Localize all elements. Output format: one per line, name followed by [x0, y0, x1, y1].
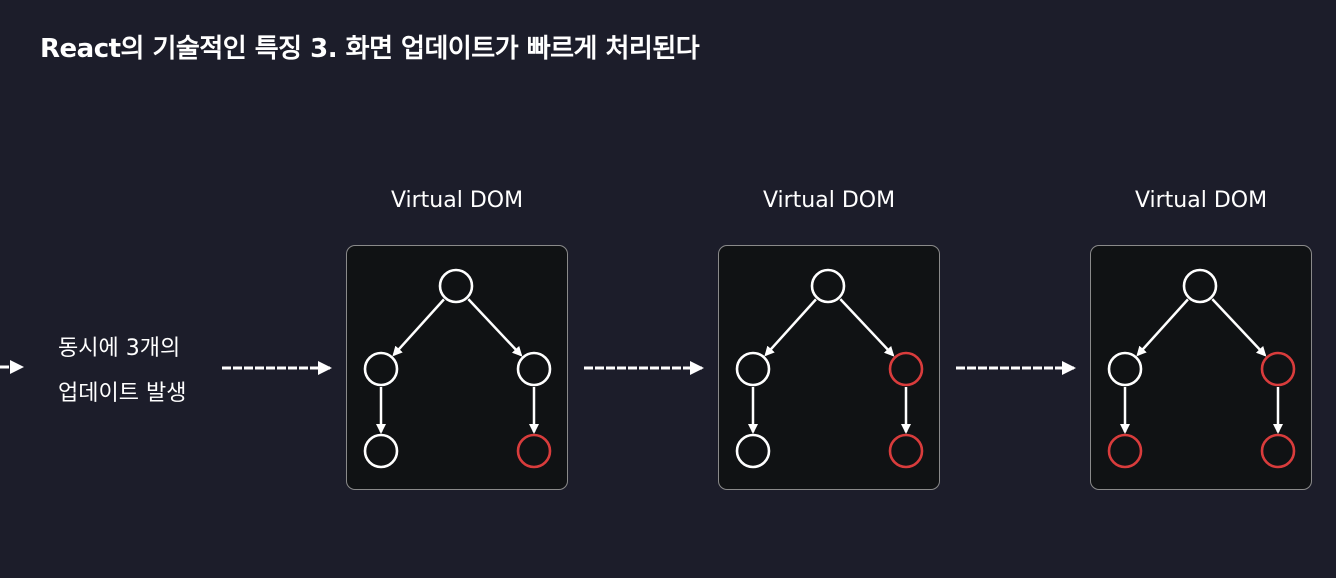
- panel-1-node-right: [516, 351, 552, 387]
- panel-2-node-left: [735, 351, 771, 387]
- panel-3-node-bottom-left-changed: [1107, 433, 1143, 469]
- panel-3-edge-root-left: [1136, 298, 1189, 357]
- virtual-dom-label-1: Virtual DOM: [390, 188, 524, 213]
- panel-2-node-bottom-left: [735, 433, 771, 469]
- panel-2-node-right-changed: [888, 351, 924, 387]
- panel-2-edge-root-right: [839, 298, 895, 357]
- panel-3-node-left: [1107, 351, 1143, 387]
- panel-1-node-root: [438, 268, 474, 304]
- virtual-dom-label-3: Virtual DOM: [1134, 188, 1268, 213]
- virtual-dom-panel-1: [346, 245, 568, 490]
- panel-1-node-bottom-left: [363, 433, 399, 469]
- panel-1-node-bottom-right-changed: [516, 433, 552, 469]
- caption-line-1: 동시에 3개의: [58, 336, 181, 361]
- virtual-dom-panel-3: [1090, 245, 1312, 490]
- panel-1-edge-root-right: [467, 298, 523, 357]
- update-caption: 동시에 3개의 업데이트 발생: [58, 326, 186, 416]
- panel-2-node-bottom-right-changed: [888, 433, 924, 469]
- panel-3-node-bottom-right-changed: [1260, 433, 1296, 469]
- panel-1-edge-root-left: [392, 298, 445, 357]
- panel-3-node-root: [1182, 268, 1218, 304]
- panel-1-node-left: [363, 351, 399, 387]
- page-title: React의 기술적인 특징 3. 화면 업데이트가 빠르게 처리된다: [40, 34, 700, 64]
- panel-3-node-right-changed: [1260, 351, 1296, 387]
- panel-2-edge-root-left: [764, 298, 817, 357]
- panel-3-edge-root-right: [1211, 298, 1267, 357]
- panel-2-node-root: [810, 268, 846, 304]
- caption-line-2: 업데이트 발생: [58, 381, 187, 406]
- virtual-dom-label-2: Virtual DOM: [762, 188, 896, 213]
- virtual-dom-panel-2: [718, 245, 940, 490]
